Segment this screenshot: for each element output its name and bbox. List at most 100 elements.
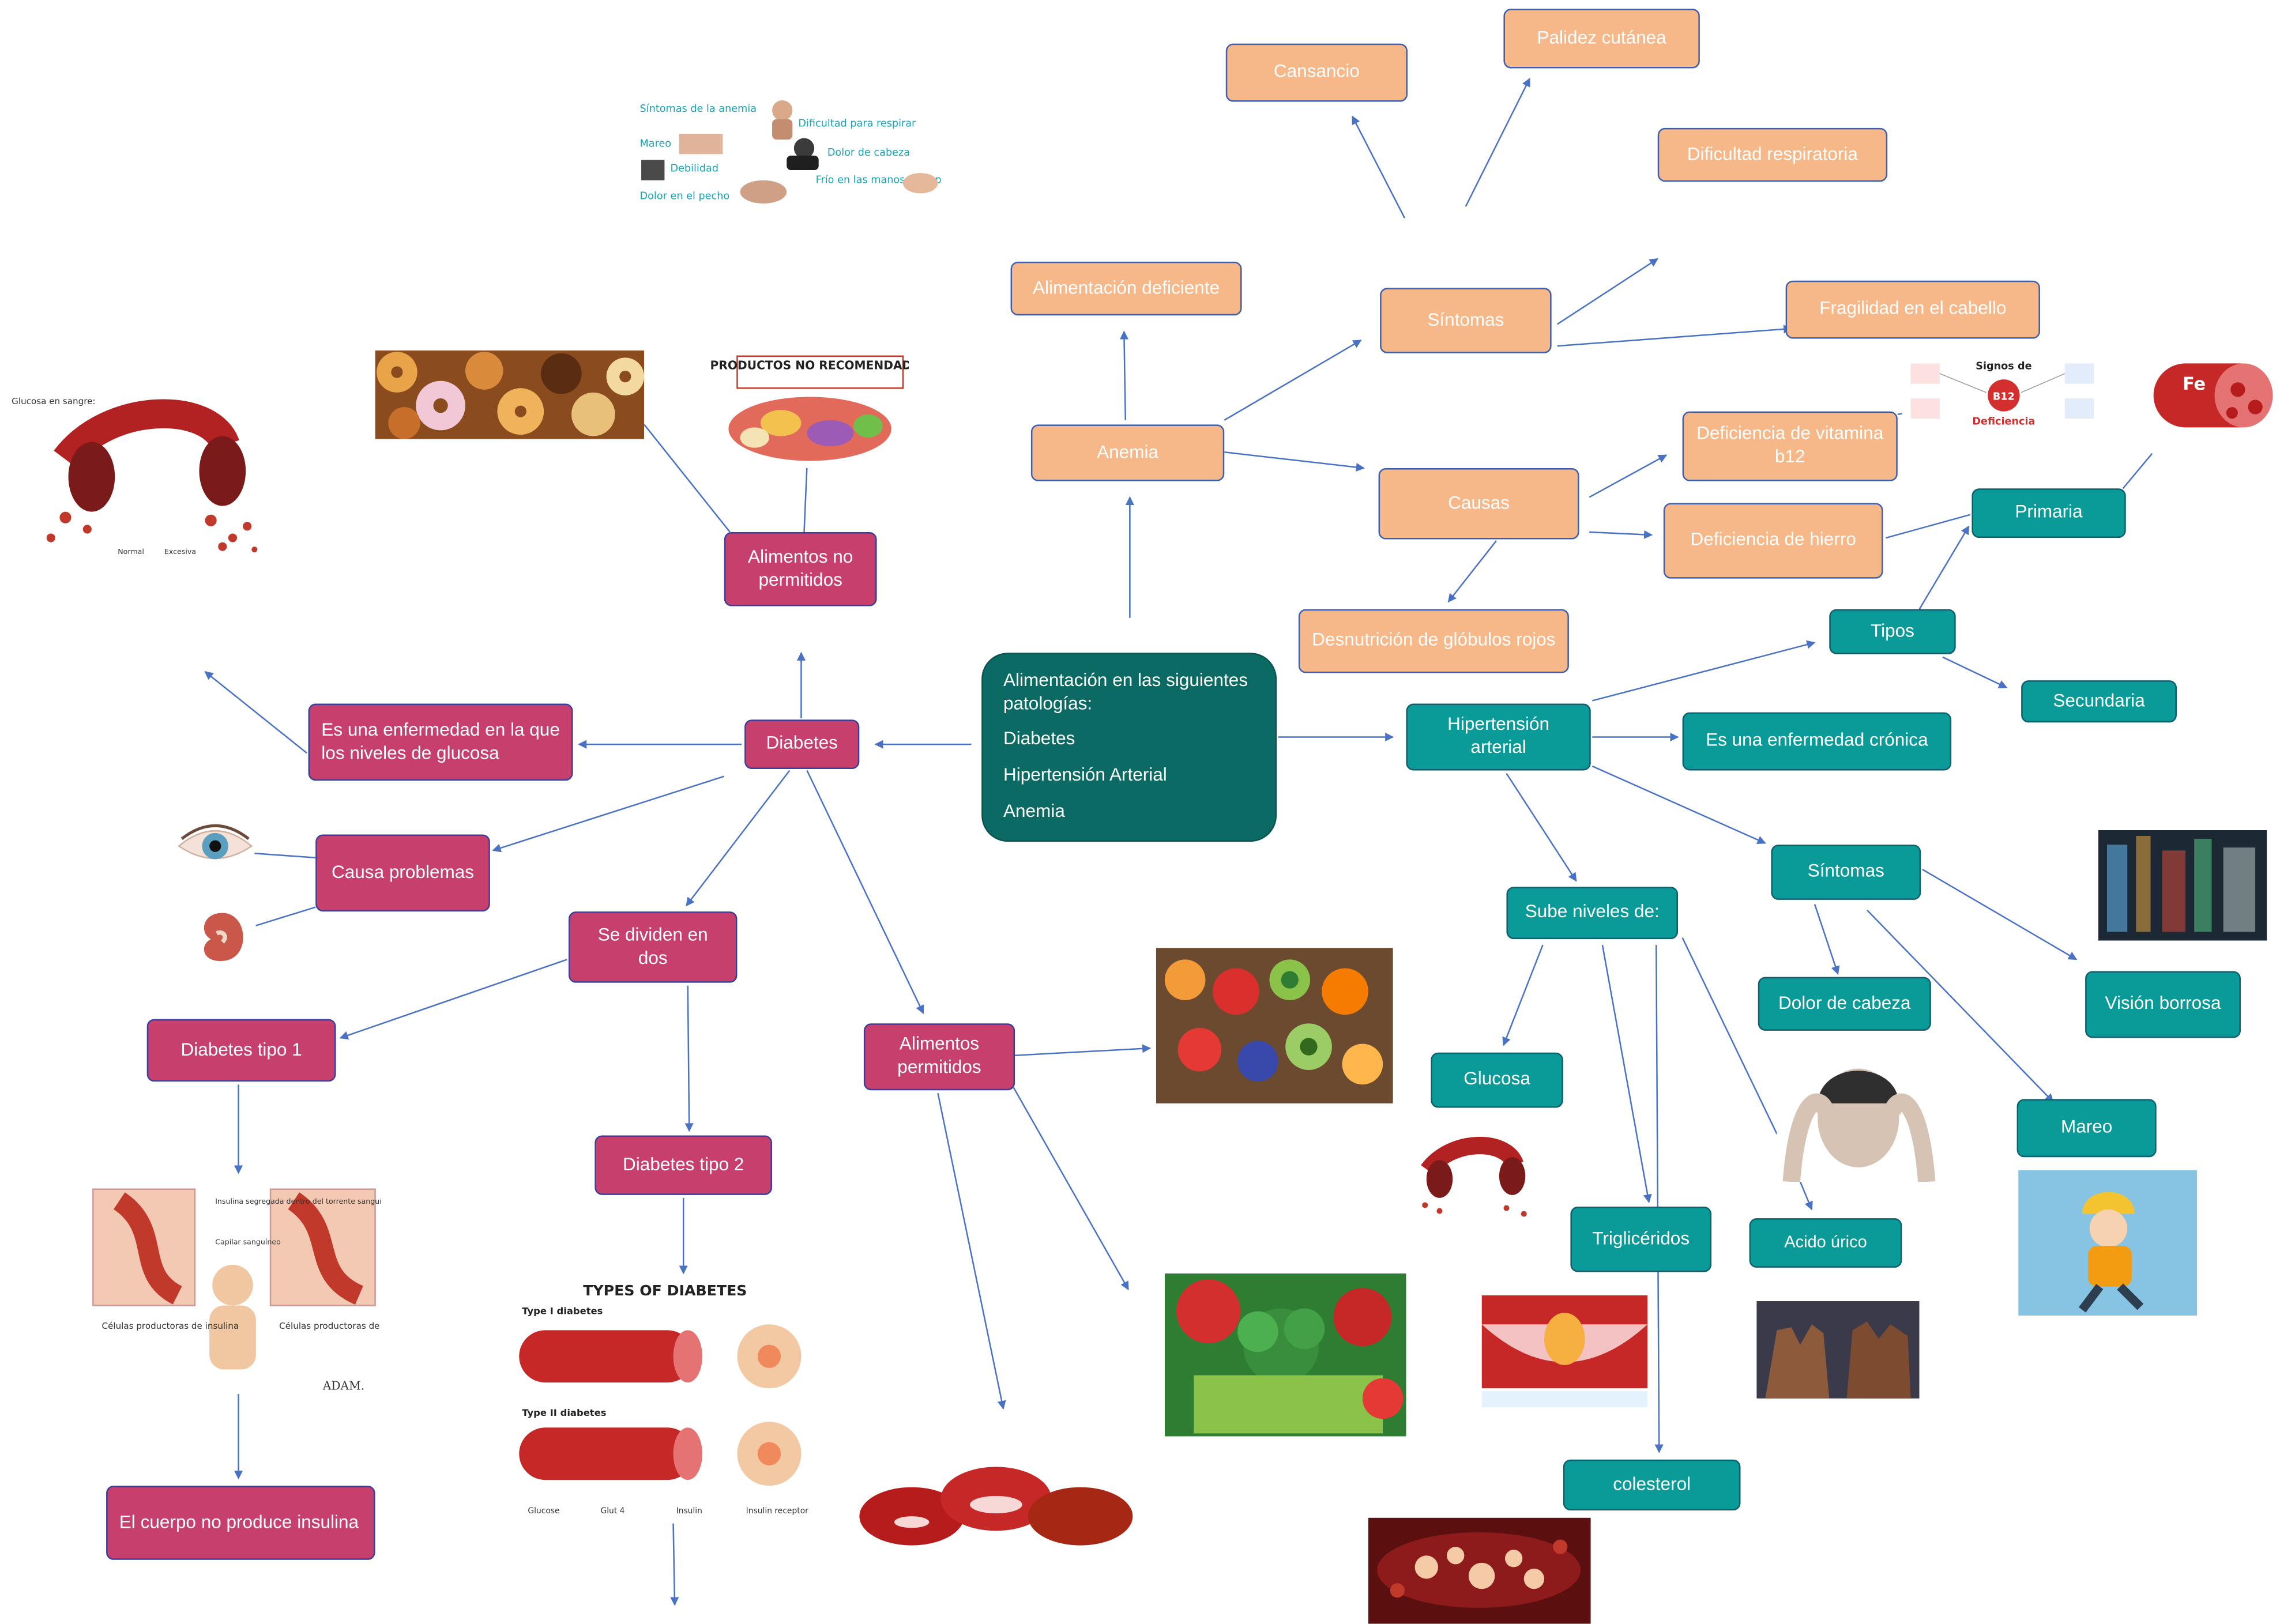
arrow-sube-acido — [1681, 937, 1778, 1135]
arrow-sintomas-cansancio — [1352, 115, 1406, 218]
node-hiper-sintomas[interactable]: Síntomas — [1771, 845, 1921, 900]
node-vision-borrosa[interactable]: Visión borrosa — [2085, 971, 2241, 1038]
node-palidez[interactable]: Palidez cutánea — [1503, 9, 1700, 69]
arrow-anemia-alimentacion — [1119, 330, 1129, 420]
node-anemia-sintomas[interactable]: Síntomas — [1380, 288, 1552, 353]
arrow-hiper-sube — [1506, 773, 1577, 882]
node-sube-niveles[interactable]: Sube niveles de: — [1506, 887, 1679, 940]
node-primaria[interactable]: Primaria — [1972, 488, 2126, 538]
eye-image — [176, 821, 255, 871]
node-alimentos-no-permitidos[interactable]: Alimentos no permitidos — [724, 532, 877, 606]
central-item-anemia: Anemia — [1003, 800, 1065, 821]
arrow-hiper-tipos — [1592, 640, 1816, 702]
arrow-tipos-secundaria — [1942, 656, 2008, 688]
node-hiper-mareo[interactable]: Mareo — [2016, 1099, 2157, 1158]
arrow-permitidos-fruits — [1015, 1044, 1152, 1057]
b12-footer: Deficiencia — [1972, 416, 2035, 427]
insulin-illustration: Insulina segregada dentro del torrente s… — [90, 1186, 381, 1395]
arrow-sintomas-dificultad — [1557, 258, 1659, 325]
insulin-label-top: Insulina segregada dentro del torrente s… — [215, 1197, 381, 1205]
node-cansancio[interactable]: Cansancio — [1225, 43, 1408, 102]
glucose-blood-image: Glucosa en sangre: Normal Excesiva — [7, 386, 272, 564]
types-of-diabetes-image: TYPES OF DIABETES Type I diabetes Type I… — [513, 1278, 826, 1523]
fe-label: Fe — [2183, 374, 2206, 394]
infographic-line-3: Mareo — [640, 138, 672, 150]
node-colesterol[interactable]: colesterol — [1563, 1459, 1741, 1511]
node-deficiencia-b12[interactable]: Deficiencia de vitamina b12 — [1682, 411, 1898, 481]
node-alimentacion-deficiente[interactable]: Alimentación deficiente — [1010, 261, 1242, 316]
node-anemia-causas[interactable]: Causas — [1378, 468, 1579, 540]
node-fragilidad[interactable]: Fragilidad en el cabello — [1785, 280, 2040, 339]
node-desnutricion[interactable]: Desnutrición de glóbulos rojos — [1298, 609, 1569, 673]
productos-title: PRODUCTOS NO RECOMENDADOS — [711, 359, 909, 372]
types-label-1: Type I diabetes — [522, 1306, 603, 1317]
arrow-causas-desnutricion — [1447, 540, 1497, 603]
node-diabetes-tipo1[interactable]: Diabetes tipo 1 — [146, 1019, 336, 1082]
infographic-line-1: Síntomas de la anemia — [640, 103, 757, 115]
node-diabetes[interactable]: Diabetes — [744, 719, 860, 769]
node-enfermedad-cronica[interactable]: Es una enfermedad crónica — [1682, 712, 1952, 771]
node-diabetes-tipo2[interactable]: Diabetes tipo 2 — [595, 1135, 773, 1195]
node-anemia[interactable]: Anemia — [1030, 424, 1225, 481]
node-dificultad-respiratoria[interactable]: Dificultad respiratoria — [1657, 127, 1888, 182]
line-causa-kidney — [254, 906, 316, 927]
arrow-permitidos-meat — [937, 1093, 1006, 1410]
insulin-brand: ADAM. — [322, 1379, 364, 1393]
node-deficiencia-hierro[interactable]: Deficiencia de hierro — [1663, 503, 1883, 579]
productos-no-recomendados-image: PRODUCTOS NO RECOMENDADOS — [711, 353, 909, 468]
node-acido-urico[interactable]: Acido úrico — [1749, 1218, 1902, 1268]
line-causa-eye — [254, 852, 316, 859]
arrow-definicion-out — [204, 671, 307, 754]
sweets-image — [375, 350, 645, 439]
arrow-sedividen-tipo2 — [684, 985, 694, 1132]
central-topic[interactable]: Alimentación en las siguientes patología… — [981, 653, 1277, 842]
arrow-sintomas-fragilidad — [1557, 325, 1793, 347]
arrow-causas-b12 — [1589, 454, 1668, 498]
insulin-legend-b: Células productoras de insulina destruid… — [279, 1321, 381, 1331]
node-dolor-cabeza[interactable]: Dolor de cabeza — [1758, 977, 1931, 1031]
node-trigliceridos[interactable]: Triglicéridos — [1570, 1207, 1712, 1272]
types-legend-1: Glucose — [528, 1506, 559, 1516]
arrow-permitidos-veg — [1013, 1087, 1129, 1291]
node-hipertension[interactable]: Hipertensión arterial — [1406, 703, 1591, 771]
arrow-diabetes-sedividen — [686, 770, 791, 907]
types-title: TYPES OF DIABETES — [583, 1282, 747, 1299]
headache-image — [1777, 1045, 1942, 1182]
arrow-sintomas-mareo — [1866, 909, 2054, 1103]
node-tipos[interactable]: Tipos — [1829, 609, 1956, 654]
insulin-legend-a: Células productoras de insulina — [102, 1321, 239, 1331]
cholesterol-image — [1368, 1517, 1591, 1624]
kidney-image — [190, 907, 256, 967]
arrow-causas-hierro — [1589, 530, 1653, 539]
central-title: Alimentación en las siguientes patología… — [1003, 670, 1248, 714]
arrow-sube-colesterol — [1654, 945, 1664, 1453]
node-se-dividen[interactable]: Se dividen en dos — [568, 911, 738, 983]
uric-acid-hands-image — [1756, 1301, 1920, 1399]
node-tipo1-descripcion[interactable]: El cuerpo no produce insulina — [106, 1486, 375, 1560]
arrow-tipos-primaria — [1918, 525, 1970, 610]
iron-capsule-image: Fe — [2150, 349, 2276, 448]
line-nopermitidos-productos — [803, 465, 808, 532]
arrow-hiper-sintomas — [1592, 765, 1766, 844]
arrow-anemia-sintomas — [1224, 339, 1362, 421]
types-legend-4: Insulin receptor — [746, 1506, 809, 1516]
meat-image — [853, 1441, 1142, 1563]
node-alimentos-permitidos[interactable]: Alimentos permitidos — [863, 1023, 1015, 1091]
fruits-image — [1156, 948, 1393, 1103]
glucose-blood-image-small — [1395, 1129, 1538, 1229]
central-item-diabetes: Diabetes — [1003, 729, 1075, 749]
arrow-diabetes-permitidos — [806, 770, 924, 1014]
glucose-normal: Normal — [118, 547, 144, 556]
line-primaria-fe — [2122, 453, 2153, 489]
b12-deficiency-image: Signos de B12 Deficiencia — [1902, 355, 2104, 454]
node-causa-problemas[interactable]: Causa problemas — [315, 834, 490, 912]
line-hierro-primaria — [1886, 514, 1971, 539]
anemia-symptoms-infographic: Síntomas de la anemia Dificultad para re… — [635, 96, 941, 210]
arrow-sube-trig — [1601, 944, 1652, 1203]
node-diabetes-definicion[interactable]: Es una enfermedad en la que los niveles … — [308, 703, 573, 781]
glucose-caption: Glucosa en sangre: — [12, 396, 95, 406]
node-glucosa[interactable]: Glucosa — [1431, 1052, 1563, 1108]
node-secundaria[interactable]: Secundaria — [2021, 680, 2177, 723]
arrow-diabetes-causa — [492, 775, 725, 853]
